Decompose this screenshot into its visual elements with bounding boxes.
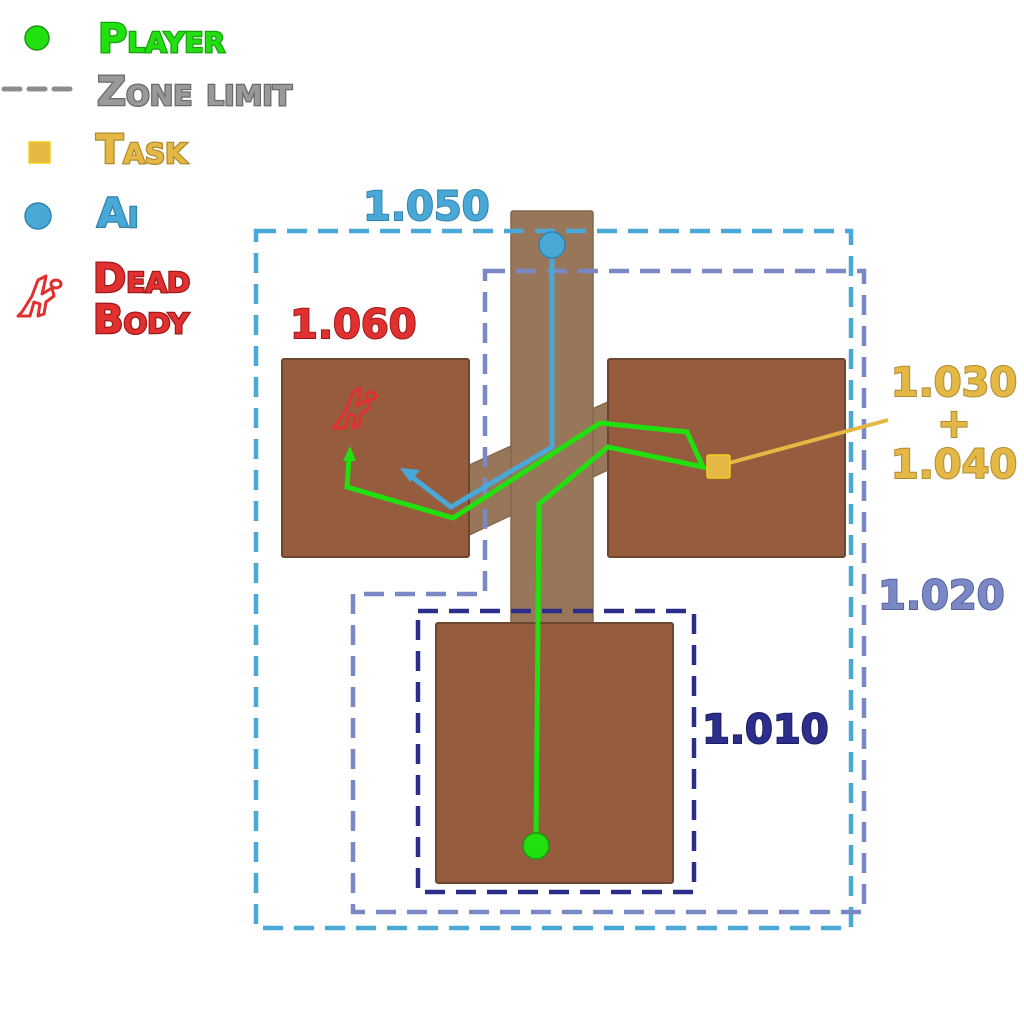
zone-1030-label: 1.030 (891, 360, 1018, 406)
ai-marker (538, 231, 566, 259)
zone-1050-label: 1.050 (363, 184, 490, 230)
player-path (344, 420, 708, 847)
zone-1050-limit (253, 228, 854, 931)
legend-dead-body-label-2: Body (93, 297, 189, 343)
legend: Player Zone limit Task Ai Dead Body (1, 15, 293, 344)
map (281, 210, 846, 884)
legend-task-label: Task (96, 127, 188, 173)
bottom-room (435, 622, 674, 884)
legend-dead-body-label-1: Dead (93, 256, 190, 302)
zone-1010-label: 1.010 (702, 707, 829, 753)
legend-ai-label: Ai (97, 191, 138, 237)
task-connector-line (717, 418, 889, 468)
zone-1060-label: 1.060 (290, 302, 417, 348)
task-marker (706, 454, 731, 479)
zone-plus-label: + (937, 401, 971, 447)
player-marker (522, 832, 550, 860)
ai-legend-icon (24, 202, 52, 230)
zone-1010-limit (415, 608, 697, 895)
dead-body-legend-icon (16, 274, 63, 318)
player-path-arrowhead (343, 446, 356, 461)
task-legend-icon (28, 141, 51, 164)
left-room (281, 358, 470, 558)
zone-1040-label: 1.040 (891, 442, 1018, 488)
zone-1020-limit (350, 268, 867, 915)
zone-1020-label: 1.020 (878, 573, 1005, 619)
ai-path-arrowhead (400, 468, 420, 482)
ai-path (406, 245, 555, 511)
legend-zone-limit-label: Zone limit (97, 69, 292, 115)
player-legend-icon (24, 25, 50, 51)
legend-player-label: Player (98, 16, 225, 62)
